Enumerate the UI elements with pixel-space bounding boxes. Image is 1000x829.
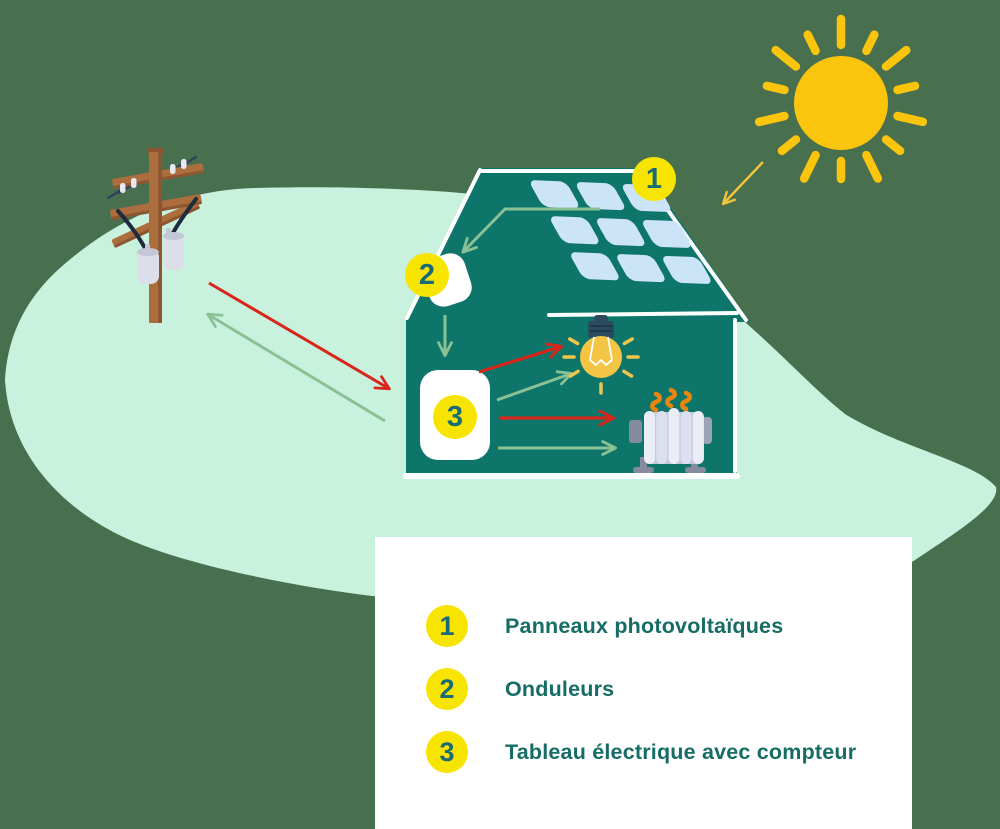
grid-export-arrow [206, 312, 386, 423]
legend-number-badge: 2 [426, 668, 468, 710]
legend-item-electrical-panel: 3 Tableau électrique avec compteur [426, 731, 912, 773]
marker-3-badge: 3 [433, 395, 477, 439]
legend-number-badge: 3 [426, 731, 468, 773]
legend-item-label: Onduleurs [505, 676, 615, 701]
legend-item-inverters: 2 Onduleurs [426, 668, 912, 710]
sunlight-arrow [721, 161, 764, 206]
transformer-icon [137, 228, 184, 284]
utility-pole-icon [106, 148, 204, 323]
legend-item-panels: 1 Panneaux photovoltaïques [426, 605, 912, 647]
grid-import-arrow [208, 281, 391, 391]
legend-panel: 1 Panneaux photovoltaïques 2 Onduleurs 3… [375, 537, 912, 829]
legend-item-label: Panneaux photovoltaïques [505, 613, 784, 638]
panels-to-inverter-arrow [461, 207, 600, 254]
panel-to-bulb-red-arrow [478, 342, 564, 374]
legend-item-label: Tableau électrique avec compteur [505, 739, 857, 764]
marker-2-badge: 2 [405, 253, 449, 297]
sun-icon [754, 14, 928, 184]
radiator-icon [629, 387, 712, 473]
panel-to-bulb-green-arrow [496, 370, 573, 402]
light-bulb-icon [562, 315, 640, 395]
marker-1-badge: 1 [632, 157, 676, 201]
legend-number-badge: 1 [426, 605, 468, 647]
